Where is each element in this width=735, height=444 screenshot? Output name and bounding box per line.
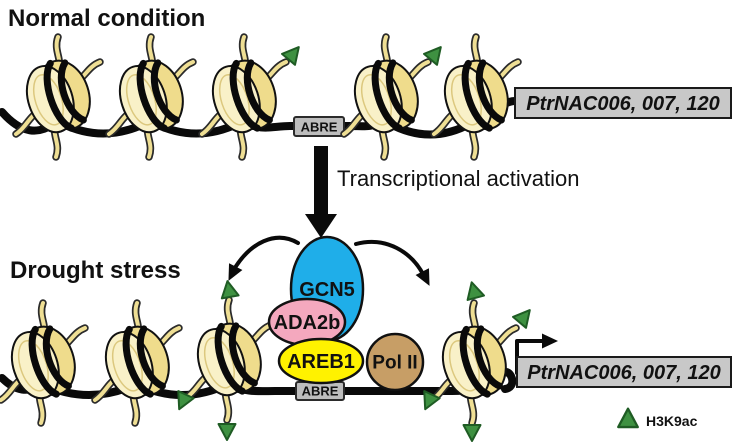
h3k9ac-legend-icon	[617, 407, 639, 429]
nucleosome	[344, 37, 428, 157]
nucleosome	[432, 303, 516, 423]
spread-arrow-right-head	[415, 268, 437, 290]
nucleosome	[202, 37, 286, 157]
spread-arrow-left-head	[221, 263, 243, 285]
gene-box	[514, 87, 732, 119]
gcn5-label: GCN5	[299, 279, 355, 301]
gene-box-top: PtrNAC006, 007, 120	[514, 87, 732, 119]
legend-h3k9ac: H3K9ac	[617, 407, 698, 429]
down-arrow-icon	[305, 146, 337, 238]
ada2b-label: ADA2b	[274, 312, 341, 334]
areb1-label: AREB1	[287, 351, 355, 373]
nucleosome	[434, 37, 518, 157]
areb1-protein	[277, 337, 365, 385]
spread-arrow-left	[231, 235, 300, 273]
h3k9ac-legend-label: H3K9ac	[646, 413, 698, 429]
nucleosome	[16, 37, 100, 157]
abre-label: ABRE	[302, 384, 339, 399]
gene-label: PtrNAC006, 007, 120	[526, 93, 719, 115]
h3k9ac-mark	[462, 424, 482, 442]
nucleosome	[109, 37, 193, 157]
h3k9ac-mark	[462, 279, 486, 301]
h3k9ac-mark	[218, 278, 240, 300]
h3k9ac-mark	[217, 423, 237, 441]
transition-label: Transcriptional activation	[337, 166, 580, 191]
nucleosome	[1, 303, 85, 423]
pol2-label: Pol II	[372, 353, 417, 374]
gene-box-bottom: PtrNAC006, 007, 120	[516, 356, 732, 388]
abre-site-top: ABRE	[293, 116, 345, 137]
abre-box	[293, 116, 345, 137]
transcription-start-arrow-head	[542, 333, 558, 349]
nucleosome	[187, 300, 271, 420]
spread-arrow-right	[354, 239, 426, 278]
gene-label: PtrNAC006, 007, 120	[527, 362, 720, 384]
activator-complex: GCN5 ADA2b AREB1 Pol II	[267, 235, 425, 392]
normal-condition-title: Normal condition	[8, 5, 205, 32]
gene-box	[516, 356, 732, 388]
drought-stress-title: Drought stress	[10, 257, 181, 284]
abre-site-bottom: ABRE	[295, 381, 345, 401]
nucleosome	[95, 303, 179, 423]
pol2-protein	[365, 332, 425, 392]
abre-label: ABRE	[301, 120, 338, 135]
